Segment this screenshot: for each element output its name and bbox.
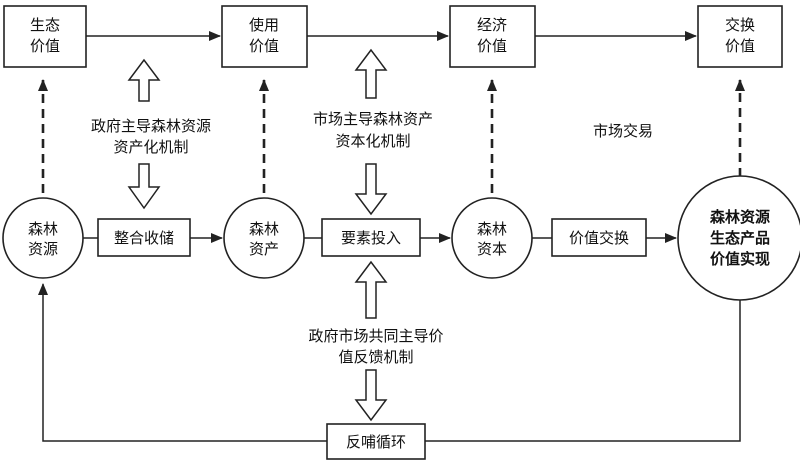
circle-label-top: 森林 xyxy=(28,220,58,238)
hollow-arrow-down-market xyxy=(354,163,388,216)
value-box-label-bottom: 价值 xyxy=(477,37,507,55)
value-box-label-top: 交换 xyxy=(725,16,755,34)
hollow-arrow-up-gov xyxy=(127,58,161,102)
circle-forest-capital: 森林 资本 xyxy=(451,197,533,279)
value-box-use: 使用 价值 xyxy=(221,5,308,68)
gov-mechanism-label-line1: 政府主导森林资源 xyxy=(91,117,211,135)
process-box-label: 价值交换 xyxy=(569,229,629,247)
value-box-label-top: 生态 xyxy=(30,16,60,34)
value-box-economic: 经济 价值 xyxy=(449,5,536,68)
process-box-label: 要素投入 xyxy=(341,229,401,247)
circle-label-top: 森林 xyxy=(477,220,507,238)
value-box-label-bottom: 价值 xyxy=(249,37,279,55)
hollow-arrow-up-joint xyxy=(354,260,388,319)
value-box-exchange: 交换 价值 xyxy=(697,5,783,68)
value-box-label-top: 使用 xyxy=(249,16,279,34)
circle-label-bottom: 资源 xyxy=(28,240,58,258)
hollow-arrow-down-joint xyxy=(354,369,388,422)
circle-forest-resource: 森林 资源 xyxy=(2,197,84,279)
value-box-label-top: 经济 xyxy=(477,16,507,34)
feedback-arrow-left xyxy=(38,283,327,442)
joint-mechanism-label-line1: 政府市场共同主导价 xyxy=(308,327,443,345)
process-box-integrate-storage: 整合收储 xyxy=(97,218,191,257)
feedback-box: 反哺循环 xyxy=(326,423,426,460)
feedback-line-right xyxy=(425,300,741,442)
market-trade-label: 市场交易 xyxy=(593,122,653,140)
feedback-box-label: 反哺循环 xyxy=(346,433,406,451)
hollow-arrow-up-market xyxy=(354,48,388,99)
process-box-value-exchange: 价值交换 xyxy=(551,218,647,257)
process-box-factor-input: 要素投入 xyxy=(321,218,421,257)
value-box-label-bottom: 价值 xyxy=(30,37,60,55)
circle-label-top: 森林 xyxy=(249,220,279,238)
gov-mechanism-label-line2: 资产化机制 xyxy=(113,138,188,156)
final-label-line3: 价值实现 xyxy=(710,250,770,268)
market-mechanism-label-line2: 资本化机制 xyxy=(335,132,410,150)
market-mechanism-label-line1: 市场主导森林资产 xyxy=(313,110,433,128)
circle-final-realization: 森林资源 生态产品 价值实现 xyxy=(677,175,800,301)
final-label-line1: 森林资源 xyxy=(710,208,770,226)
joint-mechanism-label-line2: 值反馈机制 xyxy=(338,348,413,366)
process-box-label: 整合收储 xyxy=(114,229,174,247)
value-box-label-bottom: 价值 xyxy=(725,37,755,55)
circle-label-bottom: 资产 xyxy=(249,240,279,258)
final-label-line2: 生态产品 xyxy=(710,229,770,247)
hollow-arrow-down-gov xyxy=(127,163,161,210)
circle-label-bottom: 资本 xyxy=(477,240,507,258)
circle-forest-asset: 森林 资产 xyxy=(223,197,305,279)
value-box-ecological: 生态 价值 xyxy=(3,5,87,68)
